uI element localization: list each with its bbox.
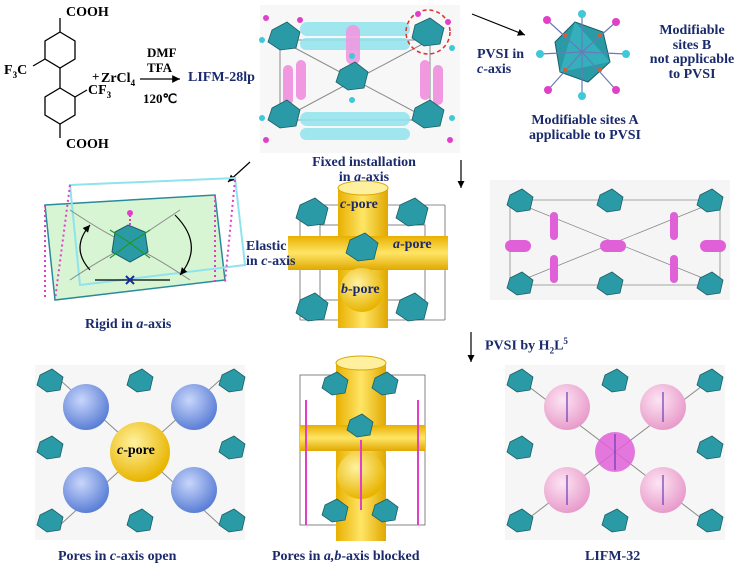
single-cluster: [536, 10, 630, 100]
caption-sites-a: Modifiable sites A applicable to PVSI: [528, 113, 641, 143]
caption-pores-blocked: Pores in a,b-axis blocked: [272, 549, 420, 564]
lifm32-framework: [505, 365, 725, 540]
caption-pvsi-h2l5: PVSI by H2L5: [485, 336, 568, 356]
label-a-pore: a-pore: [393, 237, 432, 252]
zr-cluster: [267, 21, 301, 51]
pore-framework: [288, 180, 448, 328]
highlight-circle: [405, 9, 451, 55]
product-lifm28lp: LIFM-28lp: [188, 70, 255, 85]
cooh-top: COOH: [66, 5, 109, 20]
cf3-left: F3C: [4, 63, 28, 80]
caption-sites-b: Modifiable sites B not applicable to PVS…: [649, 23, 735, 83]
zr-cluster: [267, 99, 301, 129]
arrow-to-cluster: [471, 13, 526, 36]
b-pore-sphere: [340, 268, 384, 312]
reagent-dmf: DMF: [147, 45, 177, 60]
caption-pvsi-c-axis: PVSI in c-axis: [477, 47, 525, 77]
zr-cluster: [411, 99, 445, 129]
pores-open-framework: [35, 365, 246, 540]
label-c-pore: c-pore: [340, 197, 378, 212]
benzene-ring-bottom: [44, 87, 76, 125]
zrcl4: ZrCl4: [101, 71, 136, 88]
rigid-box-diagram: [44, 176, 247, 301]
reaction-scheme: [32, 18, 180, 138]
cooh-bottom: COOH: [66, 137, 109, 152]
cf3-right: CF3: [88, 83, 112, 100]
caption-pores-open: Pores in c-axis open: [58, 549, 177, 564]
zr-cluster: [335, 61, 369, 91]
label-c-pore-bottom: c-pore: [117, 443, 155, 458]
temperature: 120℃: [143, 91, 178, 106]
caption-lifm32: LIFM-32: [585, 549, 641, 564]
plus-sign: +: [92, 69, 100, 84]
pores-blocked-framework: [299, 355, 426, 541]
c-pore-sphere: [110, 422, 170, 482]
framework-top-middle: [259, 5, 460, 153]
caption-elastic-c-axis: Elastic in c-axis: [246, 239, 296, 269]
label-b-pore: b-pore: [341, 282, 380, 297]
benzene-ring-top: [44, 31, 76, 69]
caption-rigid-a-axis: Rigid in a-axis: [85, 317, 172, 332]
zr-cluster: [411, 17, 445, 47]
framework-row2-right: [490, 180, 730, 300]
reagent-tfa: TFA: [147, 60, 173, 75]
caption-fixed-installation: Fixed installation in a-axis: [312, 155, 416, 185]
